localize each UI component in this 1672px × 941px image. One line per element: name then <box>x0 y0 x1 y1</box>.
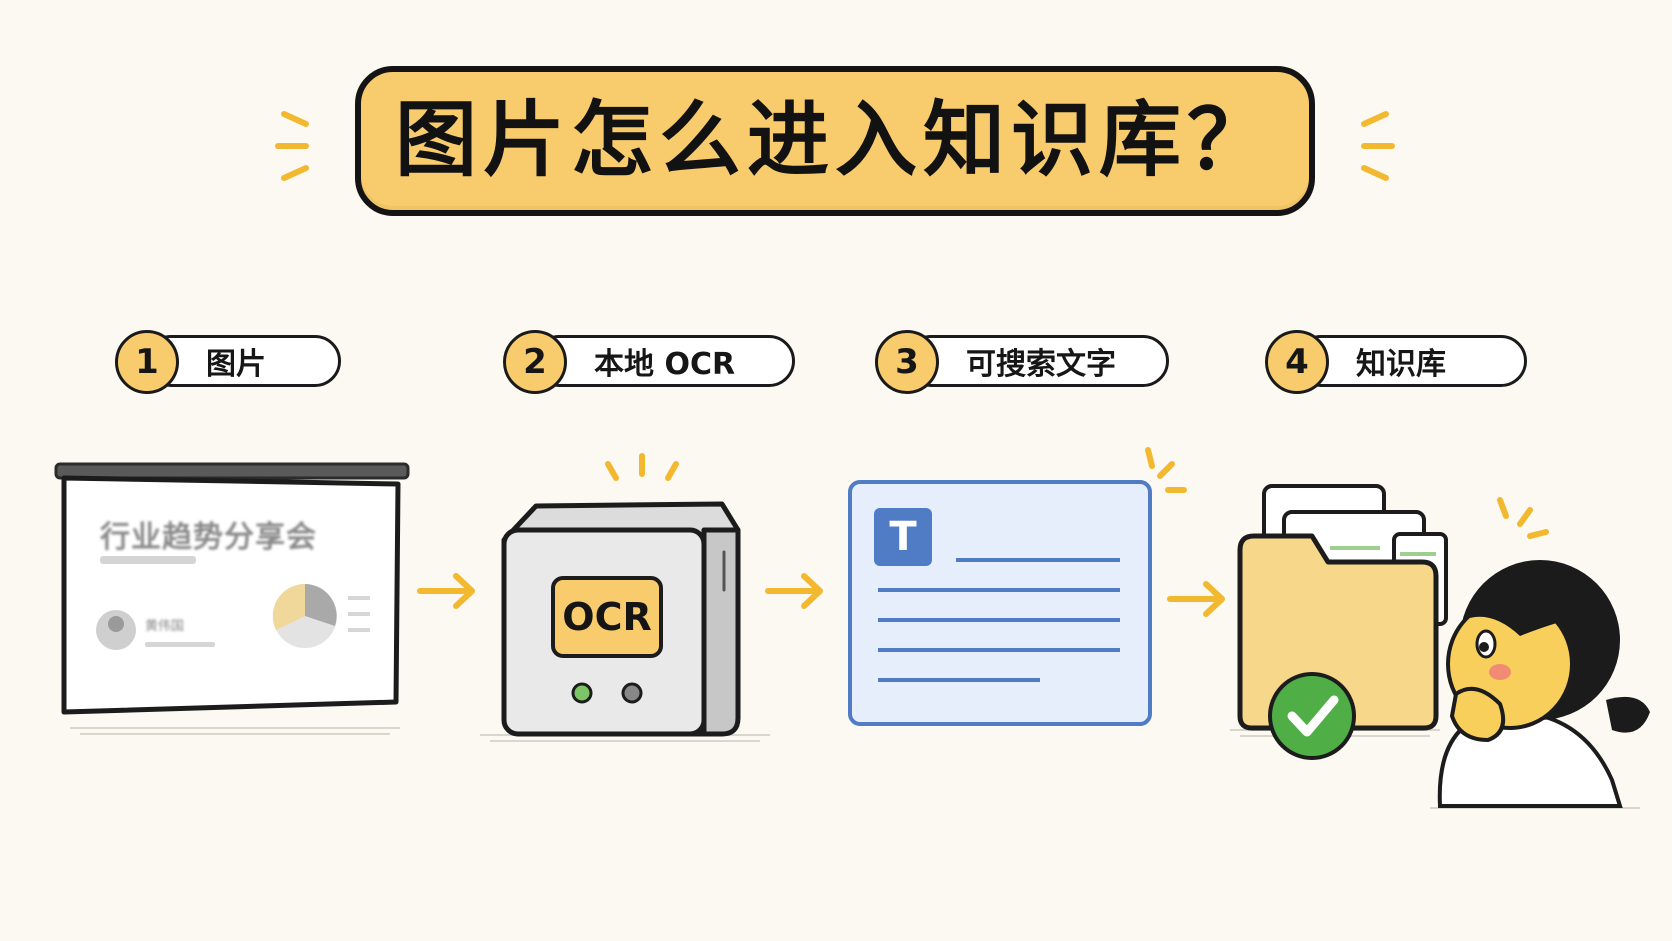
text-document-icon <box>848 447 1187 726</box>
ocr-label: OCR <box>562 595 652 639</box>
ground-shadows <box>70 727 1640 809</box>
step-number-badge: 3 <box>875 330 939 394</box>
text-badge-icon: T <box>889 514 917 560</box>
step-label: 图片 <box>145 335 341 387</box>
arrow-icon <box>765 573 823 609</box>
step-label: 本地 OCR <box>533 335 795 387</box>
page-title: 图片怎么进入知识库？ <box>394 93 1275 188</box>
girl-character-icon <box>1437 497 1650 808</box>
step-label: 知识库 <box>1295 335 1527 387</box>
arrow-icon <box>417 573 475 609</box>
knowledge-folder-icon <box>1237 484 1448 760</box>
presenter-name: 黄伟国 <box>145 619 185 634</box>
slide-title: 行业趋势分享会 <box>100 520 317 555</box>
step-number-badge: 2 <box>503 330 567 394</box>
title-sparkles-left <box>275 111 309 181</box>
title-sparkles-right <box>1361 111 1395 181</box>
ocr-device-icon <box>501 453 741 737</box>
step-number-badge: 4 <box>1265 330 1329 394</box>
arrow-icon <box>1167 581 1225 617</box>
title-banner: 图片怎么进入知识库？ <box>355 66 1315 216</box>
step-label: 可搜索文字 <box>905 335 1169 387</box>
step-number-badge: 1 <box>115 330 179 394</box>
projector-screen-icon <box>54 462 410 715</box>
